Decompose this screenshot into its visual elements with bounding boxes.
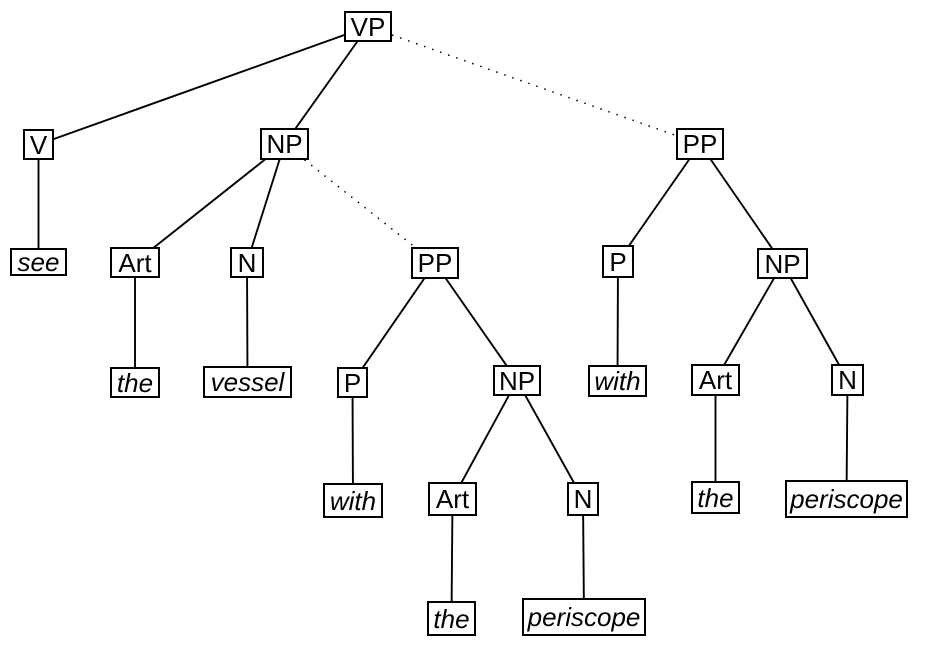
tree-node-n1: N [230, 247, 264, 278]
tree-node-np2: NP [493, 365, 541, 396]
tree-node-with2: with [588, 365, 647, 397]
tree-node-per2: periscope [785, 480, 908, 518]
tree-node-pp1: PP [411, 247, 459, 279]
tree-node-p2: P [602, 245, 634, 278]
tree-edge-np2-n2 [516, 380, 584, 500]
tree-node-per1: periscope [522, 598, 646, 636]
tree-node-the2: the [427, 601, 476, 636]
tree-node-n3: N [831, 364, 864, 396]
tree-edge-p1-with1 [351, 382, 354, 501]
tree-edge-vp-np1 [283, 25, 369, 145]
tree-edge-np1-art1 [134, 143, 286, 264]
tree-node-np3: NP [757, 248, 808, 279]
tree-node-the3: the [691, 481, 740, 514]
tree-edge-p2-with2 [616, 261, 619, 382]
tree-edge-pp1-p1 [351, 262, 436, 384]
tree-node-vessel: vessel [203, 366, 292, 398]
tree-node-vp: VP [344, 11, 392, 42]
tree-edge-np3-n3 [781, 263, 849, 381]
tree-edge-art2-the2 [450, 498, 454, 619]
tree-node-pp2: PP [676, 128, 724, 160]
tree-edge-np2-art2 [451, 380, 518, 500]
tree-edge-pp2-p2 [617, 143, 701, 263]
tree-node-p1: P [337, 367, 368, 398]
tree-edge-np1-n1 [246, 143, 286, 263]
tree-edge-n3-per2 [845, 379, 849, 500]
tree-node-art1: Art [110, 247, 160, 278]
tree-edge-pp2-np3 [699, 143, 784, 265]
tree-edge-n1-vessel [246, 262, 249, 383]
tree-node-n2: N [567, 482, 599, 516]
tree-node-np1: NP [260, 128, 309, 160]
tree-edge-n2-per1 [582, 498, 585, 618]
tree-edge-np3-art3 [714, 263, 784, 381]
tree-edge-pp1-np2 [434, 262, 518, 382]
tree-node-art3: Art [691, 364, 740, 396]
tree-node-art2: Art [428, 482, 477, 516]
tree-node-see: see [10, 248, 67, 276]
tree-edge-vp-v [38, 25, 369, 146]
tree-node-the1: the [110, 367, 160, 398]
tree-node-with1: with [323, 483, 383, 518]
tree-node-v: V [23, 129, 54, 160]
